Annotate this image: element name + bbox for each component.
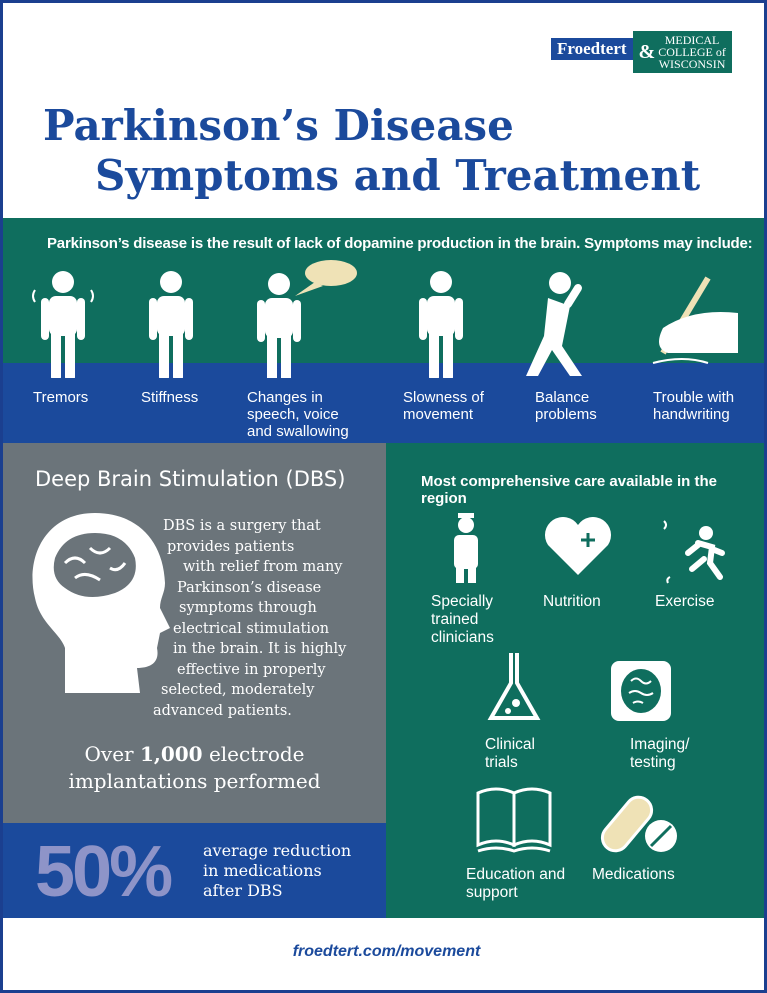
dbs-title: Deep Brain Stimulation (DBS) (35, 467, 346, 491)
symptom-label: Trouble with handwriting (653, 389, 735, 423)
open-book-icon (476, 787, 552, 853)
flask-icon (487, 653, 541, 720)
symptom-label: Balance problems (535, 389, 597, 423)
logo-amp: & (638, 41, 656, 63)
reduction-text: average reduction in medications after D… (203, 841, 352, 900)
logo-line: MEDICAL (664, 33, 720, 47)
symptom-icons (32, 260, 738, 378)
implant-stat: Over 1,000 electrode implantations perfo… (68, 742, 321, 793)
care-item: Imaging/ testing (630, 736, 690, 771)
slow-person-icon (419, 271, 463, 378)
dbs-description: DBS is a surgery that provides patients … (153, 518, 347, 719)
head-brain-icon (32, 513, 170, 693)
symptom-label: Stiffness (141, 389, 199, 406)
hand-pen-icon (652, 276, 738, 364)
care-item: Education and support (466, 866, 566, 901)
care-item: Medications (592, 866, 675, 883)
footer-link[interactable]: froedtert.com/movement (292, 943, 481, 960)
logo-line: COLLEGE of (658, 45, 726, 59)
care-title: Most comprehensive care available in the… (421, 473, 717, 507)
stiff-person-icon (149, 271, 193, 378)
pills-icon (600, 795, 677, 853)
symptoms-band (3, 218, 764, 363)
clinician-icon (454, 513, 478, 583)
symptom-label: Changes in speech, voice and swallowing (247, 389, 349, 440)
care-icons (454, 513, 725, 853)
percent-stat: 50% (35, 832, 173, 912)
logo-froedtert: Froedtert (551, 38, 633, 60)
symptom-label: Tremors (33, 389, 89, 406)
care-item: Specially trained clinicians (431, 593, 494, 646)
running-person-icon (663, 520, 725, 584)
symptoms-label-band (3, 363, 764, 443)
heart-plus-icon (544, 516, 612, 575)
falling-person-icon (526, 272, 582, 376)
symptoms-intro: Parkinson’s disease is the result of lac… (47, 235, 753, 252)
logo-line: WISCONSIN (658, 57, 726, 71)
care-item: Exercise (655, 593, 715, 610)
tremor-person-icon (32, 271, 94, 378)
speech-bubble-person-icon (257, 260, 357, 378)
logo: Froedtert & MEDICAL COLLEGE of WISCONSIN (551, 31, 732, 73)
symptom-label: Slowness of movement (403, 389, 484, 423)
care-item: Clinical trials (485, 736, 535, 771)
brain-scan-icon (611, 661, 671, 721)
reduction-panel (3, 823, 386, 918)
page-title: Parkinson’s Disease Symptoms and Treatme… (43, 101, 701, 200)
care-item: Nutrition (543, 593, 601, 610)
